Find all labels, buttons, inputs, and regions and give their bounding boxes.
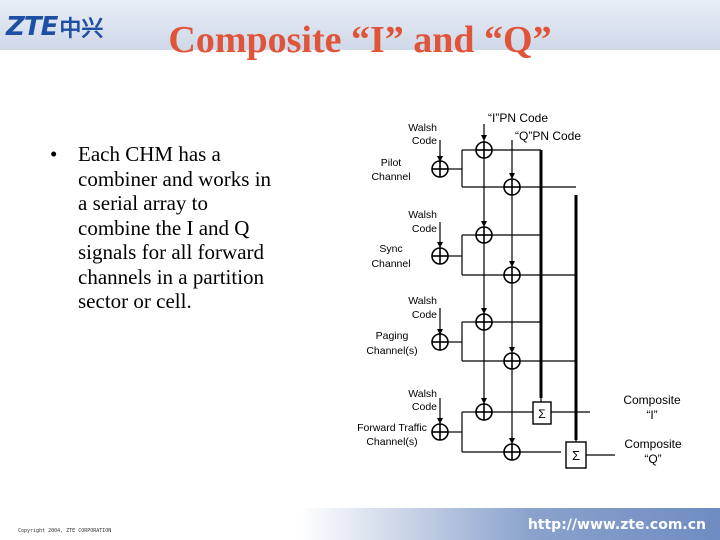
q-summer-glyph: Σ <box>572 448 580 463</box>
i-summer-glyph: Σ <box>538 407 545 421</box>
channel-label-3-line1: Paging <box>376 330 409 342</box>
composite-q-label-1: Composite <box>624 437 682 451</box>
channel-label-1-line1: Pilot <box>381 157 402 169</box>
header-band <box>0 0 720 50</box>
mixer-paging-i <box>475 313 493 331</box>
composite-i-label-1: Composite <box>623 393 681 407</box>
channel-label-4-line1: Forward Traffic <box>357 422 427 434</box>
channel-label-2-line1: Sync <box>379 243 402 255</box>
bullet-text: Each CHM has a combiner and works in a s… <box>78 142 272 313</box>
mixer-pilot-walsh <box>431 160 449 178</box>
channel-label-4-line2: Channel(s) <box>366 436 417 448</box>
walsh-code-label-3-line2: Code <box>412 309 437 321</box>
footer-band <box>300 508 720 540</box>
walsh-code-label-2-line2: Code <box>412 223 437 235</box>
mixer-sync-walsh <box>431 247 449 265</box>
mixer-pilot-i <box>475 141 493 159</box>
zte-logo: ZTE 中兴 <box>6 12 103 42</box>
i-pn-code-label: “I”PN Code <box>488 111 548 125</box>
slide-title: Composite “I” and “Q” <box>168 19 552 61</box>
channel-label-1-line2: Channel <box>371 171 410 183</box>
mixer-sync-i <box>475 226 493 244</box>
mixer-traffic-i <box>475 403 493 421</box>
mixer-paging-q <box>503 352 521 370</box>
mixer-traffic-q <box>503 443 521 461</box>
walsh-code-label-3-line1: Walsh <box>408 295 437 307</box>
walsh-code-label-4-line1: Walsh <box>408 388 437 400</box>
logo-brand: ZTE <box>6 12 58 42</box>
footer-url[interactable]: http://www.zte.com.cn <box>527 517 706 533</box>
i-summer-block <box>532 401 552 425</box>
composite-i-label-2: “I” <box>646 408 657 422</box>
walsh-code-label-1-line1: Walsh <box>408 122 437 134</box>
logo-cn: 中兴 <box>59 17 104 42</box>
mixer-sync-q <box>503 266 521 284</box>
bullet-dot: • <box>50 142 58 166</box>
mixer-paging-walsh <box>431 333 449 351</box>
walsh-code-label-4-line2: Code <box>412 401 437 413</box>
walsh-code-label-1-line2: Code <box>412 135 437 147</box>
bullet-point: • Each CHM has a combiner and works in a… <box>50 142 278 314</box>
q-summer-block <box>565 441 587 469</box>
channel-label-3-line2: Channel(s) <box>366 345 417 357</box>
mixer-traffic-walsh <box>431 423 449 441</box>
q-pn-code-label: “Q”PN Code <box>515 129 581 143</box>
composite-q-label-2: “Q” <box>644 452 661 466</box>
walsh-code-label-2-line1: Walsh <box>408 209 437 221</box>
footer-copyright: Copyright 2004, ZTE CORPORATION <box>18 528 112 534</box>
channel-label-2-line2: Channel <box>371 258 410 270</box>
mixer-pilot-q <box>503 178 521 196</box>
